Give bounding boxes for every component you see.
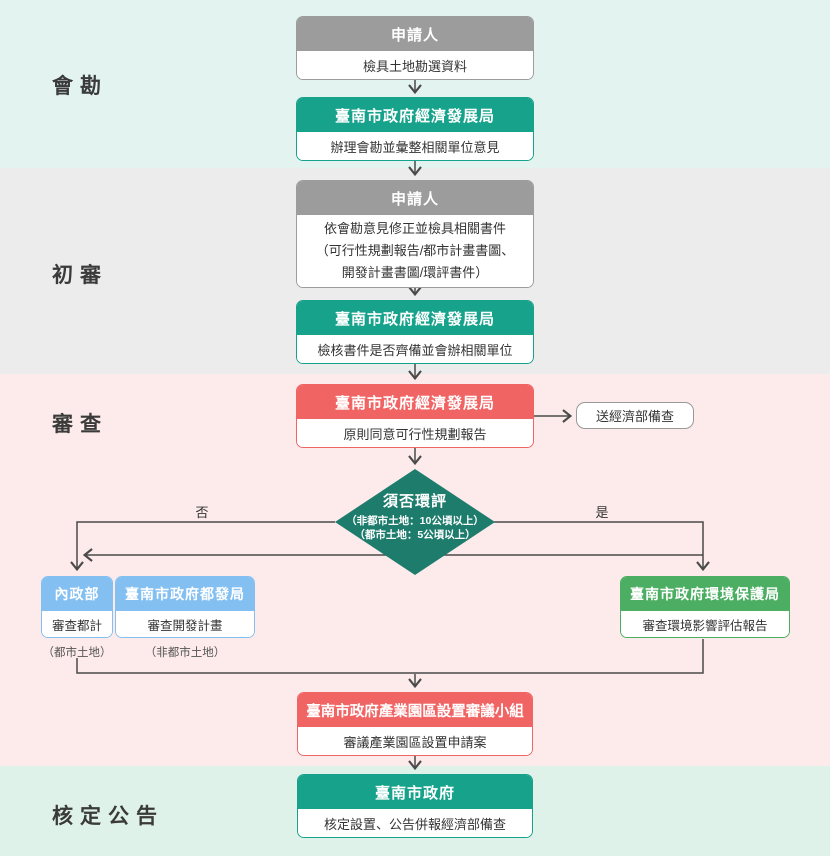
node-body: 辦理會勘並彙整相關單位意見	[297, 132, 533, 160]
node-edb-survey: 臺南市政府經濟發展局 辦理會勘並彙整相關單位意見	[296, 97, 534, 161]
node-edb-prelim: 臺南市政府經濟發展局 檢核書件是否齊備並會辦相關單位	[296, 300, 534, 364]
node-header: 臺南市政府都發局	[116, 577, 254, 611]
node-header: 臺南市政府經濟發展局	[297, 301, 533, 335]
stage-label-final: 核定公告	[52, 805, 164, 828]
node-body: 檢具土地勘選資料	[297, 51, 533, 79]
node-body: 審議產業園區設置申請案	[298, 727, 532, 755]
node-moi: 內政部 審查都計	[41, 576, 113, 638]
caption-nonurban-land: （非都市土地）	[144, 647, 226, 659]
stage-label-review: 審查	[52, 413, 108, 436]
node-applicant-survey: 申請人 檢具土地勘選資料	[296, 16, 534, 80]
decision-line: （非都市土地：10公頃以上）	[346, 515, 484, 527]
node-body: 審查環境影響評估報告	[621, 611, 789, 637]
node-header: 臺南市政府	[298, 775, 532, 809]
node-body: 審查開發計畫	[116, 611, 254, 637]
node-edb-review: 臺南市政府經濟發展局 原則同意可行性規劃報告	[296, 384, 534, 448]
node-header: 內政部	[42, 577, 112, 611]
node-body: 核定設置、公告併報經濟部備查	[298, 809, 532, 837]
stage-label-survey: 會勘	[52, 75, 108, 98]
body-line: （可行性規劃報告/都市計畫書圖、	[315, 243, 515, 258]
node-committee: 臺南市政府產業園區設置審議小組 審議產業園區設置申請案	[297, 692, 533, 756]
decision-line: （都市土地：5公頃以上）	[354, 529, 476, 541]
stage-label-prelim: 初審	[52, 264, 108, 287]
node-epb: 臺南市政府環境保護局 審查環境影響評估報告	[620, 576, 790, 638]
node-body: 原則同意可行性規劃報告	[297, 419, 533, 447]
node-body: 依會勘意見修正並檢具相關書件 （可行性規劃報告/都市計畫書圖、 開發計畫書圖/環…	[297, 215, 533, 287]
node-header: 臺南市政府環境保護局	[621, 577, 789, 611]
node-header: 臺南市政府經濟發展局	[297, 385, 533, 419]
node-header: 臺南市政府經濟發展局	[297, 98, 533, 132]
decision-title: 須否環評	[382, 493, 447, 510]
branch-label-no: 否	[195, 505, 209, 520]
node-body: 審查都計	[42, 611, 112, 637]
note-send-moea: 送經濟部備查	[576, 402, 694, 429]
node-udb: 臺南市政府都發局 審查開發計畫	[115, 576, 255, 638]
node-header: 臺南市政府產業園區設置審議小組	[298, 693, 532, 727]
node-header: 申請人	[297, 181, 533, 215]
node-body: 檢核書件是否齊備並會辦相關單位	[297, 335, 533, 363]
node-header: 申請人	[297, 17, 533, 51]
node-applicant-prelim: 申請人 依會勘意見修正並檢具相關書件 （可行性規劃報告/都市計畫書圖、 開發計畫…	[296, 180, 534, 288]
node-city-government: 臺南市政府 核定設置、公告併報經濟部備查	[297, 774, 533, 838]
body-line: 依會勘意見修正並檢具相關書件	[323, 221, 506, 236]
caption-urban-land: （都市土地）	[42, 647, 112, 659]
branch-label-yes: 是	[595, 505, 609, 520]
body-line: 開發計畫書圖/環評書件）	[341, 265, 489, 280]
